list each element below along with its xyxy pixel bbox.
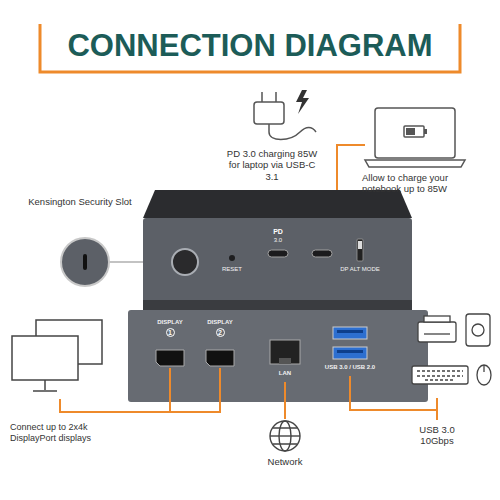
port-label: RESET	[217, 266, 247, 273]
lower-panel	[128, 310, 428, 402]
power-button	[172, 249, 198, 275]
port-label: DISPLAY	[200, 319, 240, 326]
callout-number: 1	[166, 328, 175, 337]
displayport-port	[156, 350, 184, 366]
callout-label: Connect up to 2x4k DisplayPort displays	[10, 422, 110, 444]
kensington-slot	[83, 254, 87, 270]
port-label: USB 3.0 / USB 2.0	[318, 364, 382, 371]
monitor-icons	[12, 320, 102, 391]
unit-gap	[143, 300, 412, 310]
reset-hole	[229, 255, 235, 261]
laptop-icon	[365, 108, 465, 167]
usb-a-port	[333, 327, 367, 339]
usb-c-port	[268, 250, 288, 257]
switch-knob	[358, 241, 362, 249]
port-label: DP ALT MODE	[334, 266, 386, 273]
callout-label: Kensington Security Slot	[25, 196, 135, 207]
displayport-port	[206, 350, 234, 366]
kensington-leader	[109, 261, 143, 262]
peripheral-icons	[412, 314, 491, 385]
mode-switch	[357, 239, 363, 261]
usb-a-port	[333, 347, 367, 359]
usb-a-tongue	[337, 330, 363, 333]
callout-label: USB 3.0 10Gbps	[404, 424, 470, 447]
port-label: LAN	[270, 370, 300, 377]
port-label: 3.0	[266, 237, 290, 244]
callout-label: Network	[245, 456, 325, 467]
callout-label: PD 3.0 charging 85W for laptop via USB-C…	[222, 148, 322, 182]
port-label: DISPLAY	[150, 319, 190, 326]
usb-c-port	[312, 250, 332, 257]
network-globe	[270, 421, 300, 451]
lan-leader	[284, 382, 286, 419]
kensington-zoom	[61, 238, 109, 286]
callout-label: Allow to charge your notebook up to 85W	[362, 172, 480, 195]
upper-panel	[143, 218, 412, 303]
diagram-title: CONNECTION DIAGRAM	[0, 28, 500, 64]
port-label: PD	[266, 228, 290, 236]
callout-number: 2	[216, 328, 225, 337]
lan-tab	[279, 358, 291, 364]
usb-a-tongue	[337, 350, 363, 353]
display-leader	[60, 368, 220, 412]
lan-port	[270, 340, 300, 364]
lightning-icon	[296, 90, 309, 114]
